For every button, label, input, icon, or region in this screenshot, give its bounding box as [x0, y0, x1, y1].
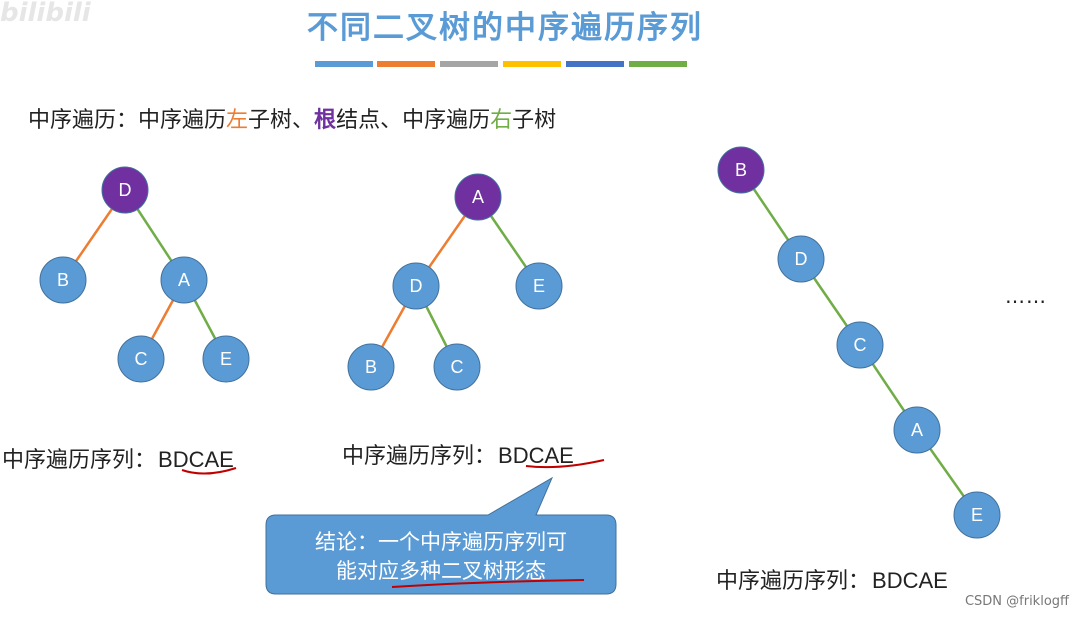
tree1-node-B: B [39, 256, 87, 304]
tree3-node-B: B [717, 146, 765, 194]
title-bar-1 [315, 61, 373, 67]
rule-root-word: 根 [314, 108, 337, 133]
tree1-sequence-value: BDCAE [158, 447, 234, 472]
title-bar-5 [566, 61, 624, 67]
tree1-node-E: E [202, 335, 250, 383]
tree3-sequence-value: BDCAE [872, 568, 948, 593]
inorder-rule-text: 中序遍历：中序遍历左子树、根结点、中序遍历右子树 [28, 102, 556, 134]
page-title: 不同二叉树的中序遍历序列 [307, 10, 703, 46]
tree2-sequence: 中序遍历序列：BDCAE [342, 438, 574, 470]
svg-text:A: A [178, 270, 190, 290]
tree2-node-D: D [392, 262, 440, 310]
tree1-node-C: C [117, 335, 165, 383]
rule-mid1: 子树、 [248, 108, 315, 133]
title-bar-2 [377, 61, 435, 67]
title-bar-6 [629, 61, 687, 67]
callout-line-1: 结论：一个中序遍历序列可 [315, 530, 567, 554]
rule-left-word: 左 [226, 108, 249, 133]
tree2-node-A: A [454, 173, 502, 221]
tree3-node-C: C [836, 321, 884, 369]
callout-line-2: 能对应多种二叉树形态 [336, 559, 546, 583]
tree3-node-A: A [893, 406, 941, 454]
svg-text:E: E [971, 505, 983, 525]
rule-suffix: 子树 [512, 108, 557, 133]
svg-text:B: B [57, 270, 69, 290]
svg-text:C: C [854, 335, 867, 355]
tree1-node-A: A [160, 256, 208, 304]
title-bar-3 [440, 61, 498, 67]
tree2-node-B: B [347, 343, 395, 391]
tree1-sequence: 中序遍历序列：BDCAE [2, 442, 234, 474]
svg-text:E: E [220, 349, 232, 369]
svg-text:E: E [533, 276, 545, 296]
bilibili-watermark-logo: bilibili [0, 0, 91, 28]
rule-right-word: 右 [490, 108, 513, 133]
tree3-sequence: 中序遍历序列：BDCAE [716, 563, 948, 595]
tree1-sequence-label: 中序遍历序列： [2, 448, 157, 473]
title-bar-4 [503, 61, 561, 67]
svg-text:A: A [911, 420, 923, 440]
tree3-sequence-label: 中序遍历序列： [716, 569, 871, 594]
csdn-watermark: CSDN @friklogff [964, 594, 1069, 609]
tree2-node-C: C [433, 343, 481, 391]
svg-text:D: D [119, 180, 132, 200]
tree2-node-E: E [515, 262, 563, 310]
rule-mid2: 结点、中序遍历 [336, 108, 491, 133]
tree3-node-E: E [953, 491, 1001, 539]
svg-text:B: B [735, 160, 747, 180]
svg-text:D: D [795, 249, 808, 269]
svg-text:A: A [472, 187, 484, 207]
rule-prefix: 中序遍历：中序遍历 [28, 108, 227, 133]
svg-text:D: D [410, 276, 423, 296]
more-ellipsis: …… [1005, 284, 1047, 308]
svg-text:C: C [451, 357, 464, 377]
tree2-sequence-value: BDCAE [498, 443, 574, 468]
tree1-node-D: D [101, 166, 149, 214]
tree3-node-D: D [777, 235, 825, 283]
underline-seq1 [181, 467, 237, 475]
underline-seq2 [525, 459, 605, 469]
tree2-sequence-label: 中序遍历序列： [342, 444, 497, 469]
conclusion-callout: 结论：一个中序遍历序列可 能对应多种二叉树形态 [265, 476, 617, 595]
svg-text:C: C [135, 349, 148, 369]
svg-text:B: B [365, 357, 377, 377]
underline-callout [391, 579, 585, 588]
